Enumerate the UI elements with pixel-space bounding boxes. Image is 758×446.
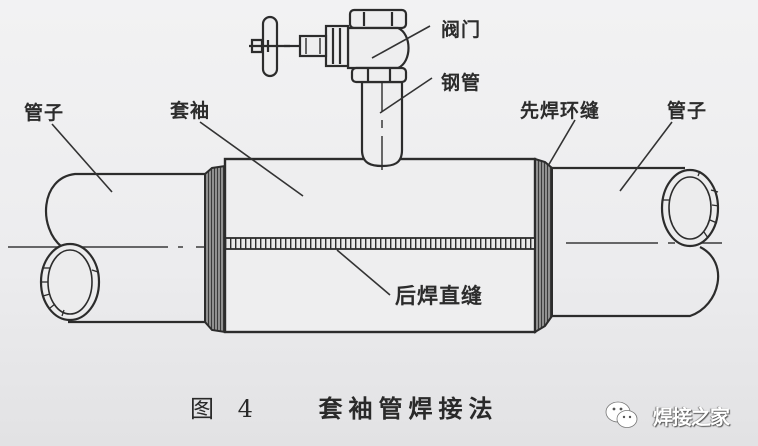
left-circumferential-weld: [204, 164, 226, 334]
label-pipe-right: 管子: [667, 100, 708, 122]
watermark-text: 焊接之家: [653, 404, 730, 429]
valve: [249, 8, 410, 84]
figure-caption: 图 4 套袖管焊接法: [190, 389, 499, 424]
left-pipe: [39, 172, 205, 324]
figure-number: 图 4: [190, 395, 261, 423]
right-pipe: [552, 166, 720, 318]
wechat-icon: [605, 401, 638, 428]
label-sleeve: 套袖: [170, 100, 211, 122]
label-pipe-left: 管子: [24, 102, 65, 124]
label-longitudinal-weld-later: 后焊直缝: [395, 284, 483, 308]
watermark: 焊接之家: [605, 395, 730, 435]
right-circumferential-weld: [534, 157, 553, 334]
figure-title: 套袖管焊接法: [318, 394, 499, 423]
leader-lines: [51, 25, 673, 296]
label-steel-pipe: 钢管: [441, 72, 482, 94]
steel-pipe-stub: [360, 74, 404, 170]
longitudinal-weld: [224, 237, 536, 250]
label-valve: 阀门: [441, 19, 482, 41]
label-circumferential-weld-first: 先焊环缝: [520, 100, 601, 122]
